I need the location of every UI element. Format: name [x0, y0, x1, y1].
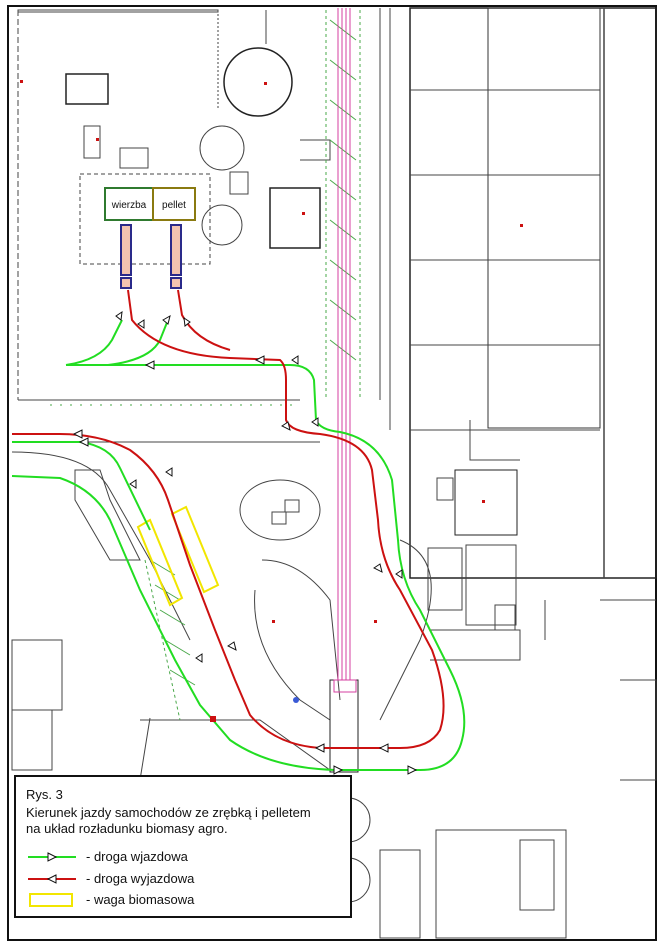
arrow-icon — [162, 314, 171, 325]
blue-marker — [293, 697, 299, 703]
arrow-icon — [407, 765, 418, 775]
scale-symbol-icon — [29, 893, 73, 907]
arrow-icon — [314, 743, 325, 753]
pellet-label: pellet — [162, 200, 186, 211]
arrow-icon — [311, 417, 319, 427]
arrow-icon — [115, 310, 123, 321]
entry-route-wierzba — [65, 319, 123, 366]
unloading-bunkers — [120, 224, 182, 289]
exit-route-main — [12, 289, 445, 749]
station-pellet: pellet — [152, 187, 196, 221]
red-markers — [20, 80, 523, 722]
entry-route-pellet — [107, 319, 169, 366]
arrow-icon — [254, 355, 265, 365]
arrow-icon — [129, 479, 137, 489]
station-wierzba: wierzba — [104, 187, 154, 221]
arrow-icon — [195, 653, 203, 663]
arrow-icon — [378, 743, 389, 753]
exit-route-symbol-icon — [28, 874, 76, 884]
arrow-icon — [291, 355, 299, 365]
conveyor-line — [333, 8, 357, 693]
direction-arrows — [72, 310, 418, 775]
arrow-icon — [78, 437, 89, 447]
arrow-icon — [183, 316, 191, 327]
legend-item-entry: - droga wjazdowa — [26, 848, 188, 866]
exit-route — [12, 289, 445, 749]
entry-route-road — [12, 441, 151, 531]
figure-caption-line2: na układ rozładunku biomasy agro. — [26, 821, 228, 836]
exit-route-pellet — [177, 289, 231, 351]
arrow-icon — [227, 641, 237, 651]
arrow-icon — [137, 319, 145, 329]
entry-route — [11, 319, 466, 771]
entry-route-main — [11, 364, 466, 771]
legend-item-scale: - waga biomasowa — [26, 891, 194, 909]
vegetation-strip — [50, 10, 361, 721]
map-legend: Rys. 3 Kierunek jazdy samochodów ze zręb… — [14, 775, 352, 918]
arrow-icon — [281, 421, 291, 431]
legend-item-exit: - droga wyjazdowa — [26, 870, 194, 888]
arrow-icon — [72, 429, 83, 439]
arrow-icon — [165, 467, 173, 477]
arrow-icon — [144, 360, 155, 370]
legend-label-entry: - droga wjazdowa — [86, 849, 188, 864]
legend-label-scale: - waga biomasowa — [86, 892, 195, 907]
wierzba-label: wierzba — [111, 200, 147, 211]
arrow-icon — [373, 563, 383, 573]
legend-label-exit: - droga wyjazdowa — [86, 871, 195, 886]
background-plan — [11, 7, 657, 939]
entry-route-symbol-icon — [28, 852, 76, 862]
arrow-icon — [333, 765, 344, 775]
figure-caption-line1: Kierunek jazdy samochodów ze zrębką i pe… — [26, 805, 311, 820]
figure-title: Rys. 3 — [26, 787, 63, 802]
biomass-scale-areas — [136, 505, 220, 607]
arrow-icon — [395, 569, 403, 579]
